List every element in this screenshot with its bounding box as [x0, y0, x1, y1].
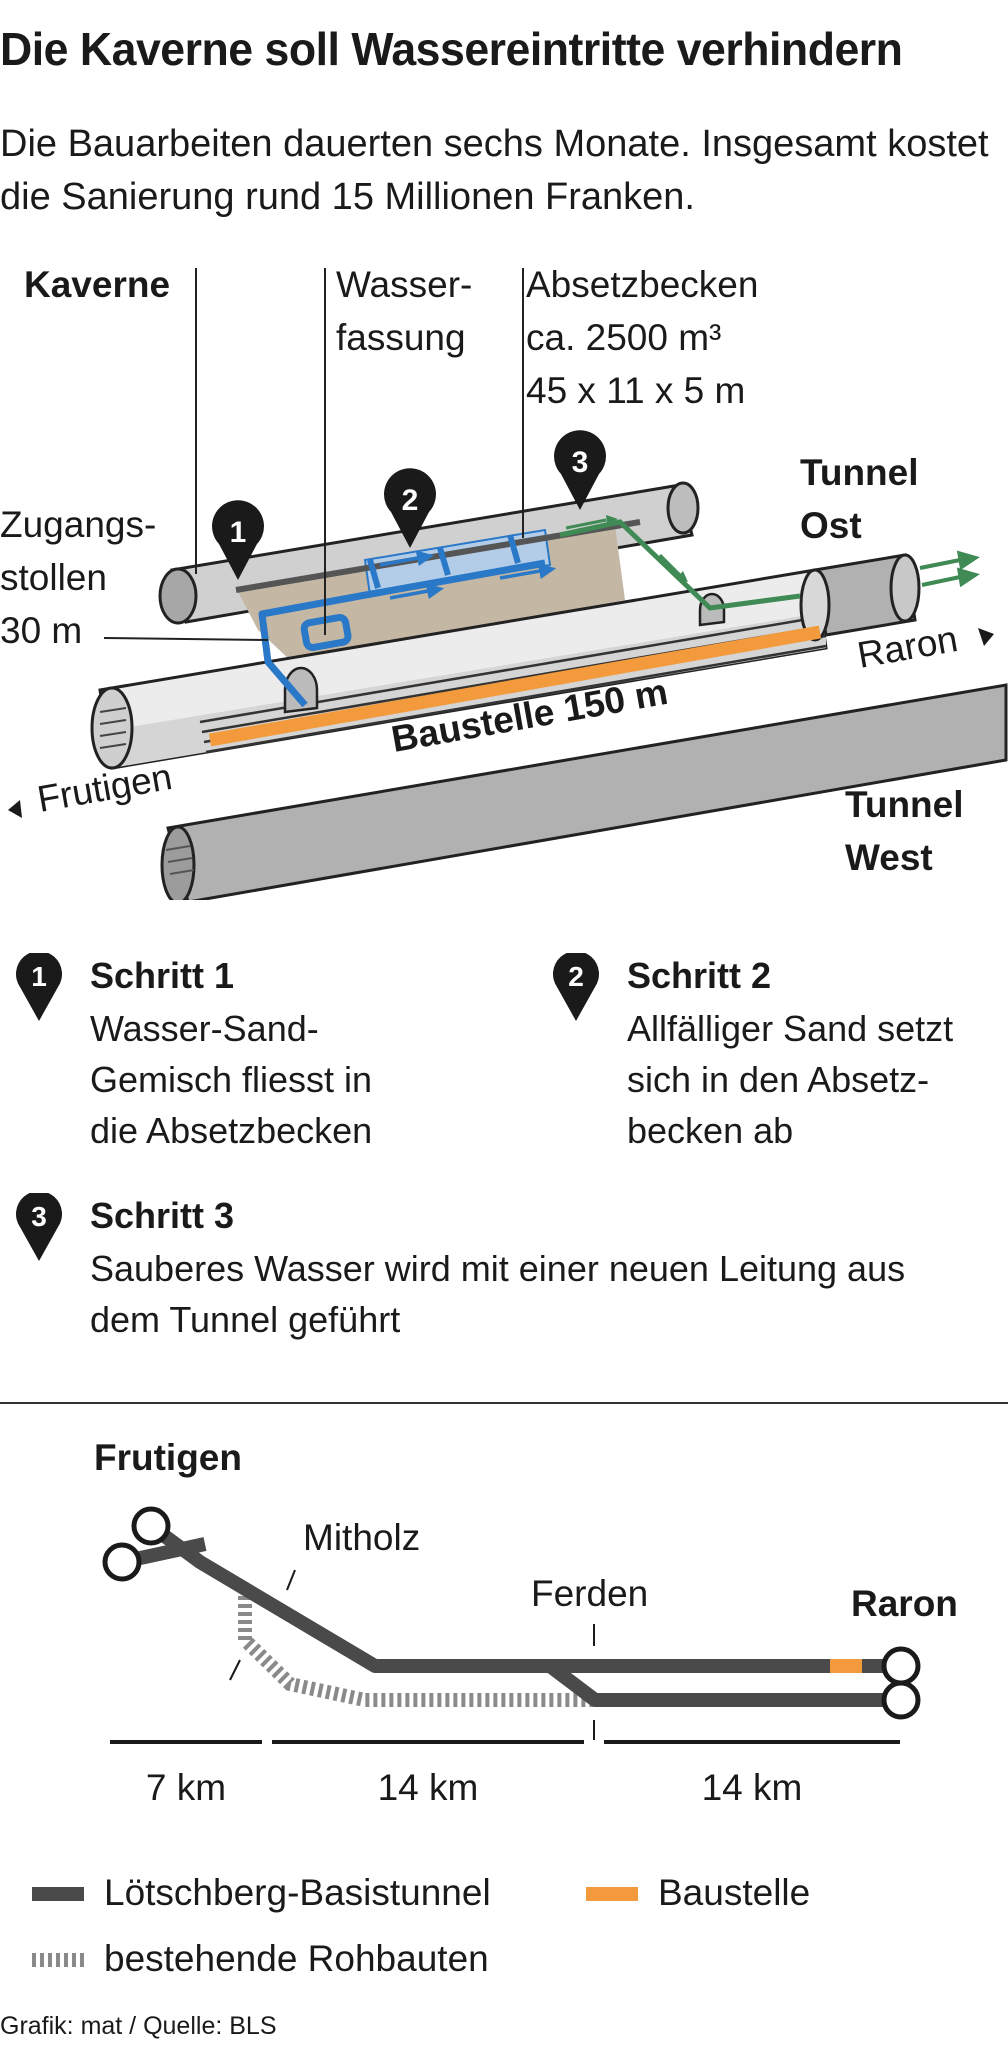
water-flow-arrows — [379, 550, 557, 600]
marker-2-label: 2 — [402, 484, 419, 517]
rohbauten-line — [238, 1596, 595, 1707]
distance-3: 14 km — [702, 1767, 803, 1808]
marker-1-icon: 1 — [212, 500, 264, 580]
label-tunnel-ost-2: Ost — [800, 505, 862, 546]
step-1-text: Wasser-Sand-Gemisch fliesst in die Abset… — [90, 1008, 373, 1151]
marker-3-icon: 3 — [554, 430, 606, 510]
station-ferden: Ferden — [531, 1573, 648, 1614]
step-2: 2 Schritt 2 Allfälliger Sand setzt sich … — [553, 953, 1008, 1153]
label-wasserfassung-2: fassung — [336, 317, 466, 358]
label-kaverne: Kaverne — [24, 264, 170, 305]
label-wasserfassung-1: Wasser- — [336, 264, 472, 305]
station-raron: Raron — [851, 1583, 958, 1624]
station-ticks — [229, 1569, 595, 1740]
water-pipe — [258, 534, 546, 708]
station-circles — [102, 1506, 921, 1720]
graphic-subtitle: Die Bauarbeiten dauerten sechs Monate. I… — [0, 123, 989, 218]
legend-rohbauten-label: bestehende Rohbauten — [104, 1938, 489, 1979]
legend-baustelle-label: Baustelle — [658, 1872, 811, 1913]
cavern-diagram: 1 2 3 Kaverne Wasser- fassung Absetzbeck… — [0, 264, 1008, 900]
step-3-marker-icon: 3 — [16, 1193, 62, 1261]
step-3-text: Sauberes Wasser wird mit einer neuen Lei… — [90, 1248, 906, 1340]
svg-text:3: 3 — [31, 1201, 47, 1232]
label-absetzbecken-1: Absetzbecken — [526, 264, 758, 305]
step-1: 1 Schritt 1 Wasser-Sand-Gemisch fliesst … — [16, 953, 436, 1153]
baustelle-bar — [208, 625, 822, 747]
marker-1-label: 1 — [230, 516, 247, 549]
tunnel-west — [160, 683, 1008, 900]
distance-1: 7 km — [146, 1767, 226, 1808]
step-2-title: Schritt 2 — [627, 955, 772, 996]
step-2-text: Allfälliger Sand setzt sich in den Abset… — [627, 1008, 954, 1151]
label-tunnel-west-1: Tunnel — [845, 784, 964, 825]
basistunnel-lines — [118, 1520, 895, 1707]
label-absetzbecken-3: 45 x 11 x 5 m — [526, 370, 745, 411]
arrow-raron-icon — [978, 628, 994, 646]
step-2-marker-icon: 2 — [553, 953, 599, 1021]
step-1-title: Schritt 1 — [90, 955, 235, 996]
arrow-frutigen-icon — [8, 800, 22, 818]
step-3-title: Schritt 3 — [90, 1195, 235, 1236]
station-mitholz: Mitholz — [303, 1517, 420, 1558]
legend-tunnel-label: Lötschberg-Basistunnel — [104, 1872, 491, 1913]
label-absetzbecken-2: ca. 2500 m³ — [526, 317, 721, 358]
label-tunnel-ost-1: Tunnel — [800, 452, 919, 493]
label-zugang-1: Zugangs- — [0, 504, 156, 545]
marker-2-icon: 2 — [384, 468, 437, 548]
label-tunnel-west-2: West — [845, 837, 933, 878]
source-credit: Grafik: mat / Quelle: BLS — [0, 2012, 277, 2040]
clean-water-pipe — [559, 515, 980, 611]
distance-2: 14 km — [378, 1767, 479, 1808]
graphic-title: Die Kaverne soll Wassereintritte verhind… — [0, 23, 903, 75]
label-zugang-3: 30 m — [0, 610, 82, 651]
svg-text:2: 2 — [568, 961, 584, 992]
step-1-marker-icon: 1 — [16, 953, 62, 1021]
step-3: 3 Schritt 3 Sauberes Wasser wird mit ein… — [16, 1193, 996, 1343]
label-zugang-2: stollen — [0, 557, 107, 598]
leader-lines — [103, 268, 524, 641]
station-frutigen: Frutigen — [94, 1437, 242, 1478]
svg-text:1: 1 — [31, 961, 47, 992]
marker-3-label: 3 — [572, 446, 589, 479]
